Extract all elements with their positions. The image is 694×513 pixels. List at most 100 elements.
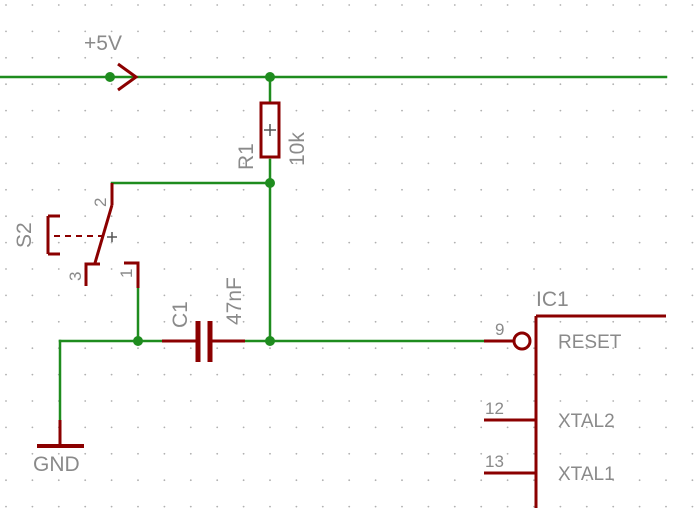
grid-dot (453, 109, 456, 112)
grid-dot (480, 56, 483, 59)
grid-dot (638, 4, 641, 6)
grid-dot (321, 83, 324, 86)
grid-dot (348, 505, 351, 508)
grid-dot (110, 400, 113, 402)
grid-dot (348, 373, 351, 376)
grid-dot (559, 162, 562, 165)
grid-dot (665, 188, 667, 191)
grid-dot (242, 188, 245, 191)
grid-dot (348, 400, 351, 402)
grid-dot (665, 4, 667, 6)
grid-dot (57, 479, 60, 482)
grid-dot (612, 479, 615, 482)
grid-dot (401, 426, 403, 429)
grid-dot (374, 136, 377, 138)
grid-dot (427, 505, 430, 508)
grid-dot (295, 452, 298, 455)
grid-dot (559, 109, 562, 112)
grid-dot (137, 83, 139, 86)
grid-dot (427, 320, 430, 323)
grid-dot (638, 426, 641, 429)
ground-label: GND (33, 453, 80, 476)
grid-dot (189, 83, 192, 86)
grid-dot (216, 320, 219, 323)
grid-dot (638, 505, 641, 508)
grid-dot (401, 4, 403, 6)
grid-dot (216, 215, 219, 218)
grid-dot (348, 320, 351, 323)
grid-dot (533, 188, 535, 191)
grid-dot (84, 426, 87, 429)
grid-dot (585, 268, 588, 270)
grid-dot (665, 83, 667, 86)
grid-dot (506, 188, 509, 191)
grid-dot (348, 56, 351, 59)
grid-dot (216, 30, 219, 33)
grid-dot (295, 188, 298, 191)
grid-dot (321, 320, 324, 323)
grid-dot (638, 294, 641, 297)
grid-dot (559, 452, 562, 455)
grid-dot (110, 162, 113, 165)
grid-dot (665, 294, 667, 297)
grid-dot (216, 294, 219, 297)
grid-dot (533, 241, 535, 244)
grid-dot (665, 320, 667, 323)
grid-dot (691, 109, 694, 112)
grid-dot (295, 320, 298, 323)
grid-dot (585, 400, 588, 402)
grid-dot (638, 215, 641, 218)
grid-dot (665, 268, 667, 270)
grid-dot (638, 320, 641, 323)
grid-dot (57, 83, 60, 86)
grid-dot (585, 347, 588, 350)
grid-dot (110, 56, 113, 59)
grid-dot (665, 347, 667, 350)
grid-dot (506, 320, 509, 323)
grid-dot (401, 136, 403, 138)
grid-dot (348, 294, 351, 297)
grid-dot (638, 400, 641, 402)
grid-dot (506, 4, 509, 6)
grid-dot (84, 136, 87, 138)
grid-dot (453, 56, 456, 59)
grid-dot (321, 373, 324, 376)
grid-dot (401, 215, 403, 218)
grid-dot (189, 268, 192, 270)
grid-dot (57, 320, 60, 323)
grid-dot (691, 56, 694, 59)
grid-dot (5, 505, 7, 508)
grid-dot (453, 452, 456, 455)
grid-dot (242, 268, 245, 270)
grid-dot (559, 294, 562, 297)
grid-dot (585, 452, 588, 455)
grid-dot (533, 56, 535, 59)
grid-dot (506, 162, 509, 165)
parts (37, 62, 666, 508)
grid-dot (612, 347, 615, 350)
grid-dot (31, 426, 34, 429)
grid-dot (559, 4, 562, 6)
grid-dot (506, 347, 509, 350)
grid-dot (110, 30, 113, 33)
grid-dot (216, 188, 219, 191)
grid-dot (216, 505, 219, 508)
grid-dot (559, 373, 562, 376)
grid-dot (480, 268, 483, 270)
grid-dot (31, 136, 34, 138)
grid-dot (295, 426, 298, 429)
grid-dot (348, 30, 351, 33)
grid-dot (612, 426, 615, 429)
grid-dot (585, 320, 588, 323)
grid-dot (401, 30, 403, 33)
grid-dot (401, 452, 403, 455)
grid-dot (31, 268, 34, 270)
grid-dot (321, 294, 324, 297)
grid-dot (691, 30, 694, 33)
grid-dot (189, 505, 192, 508)
grid-dot (453, 241, 456, 244)
grid-dot (295, 4, 298, 6)
grid-dot (612, 294, 615, 297)
grid-dot (163, 30, 166, 33)
grid-dot (189, 109, 192, 112)
